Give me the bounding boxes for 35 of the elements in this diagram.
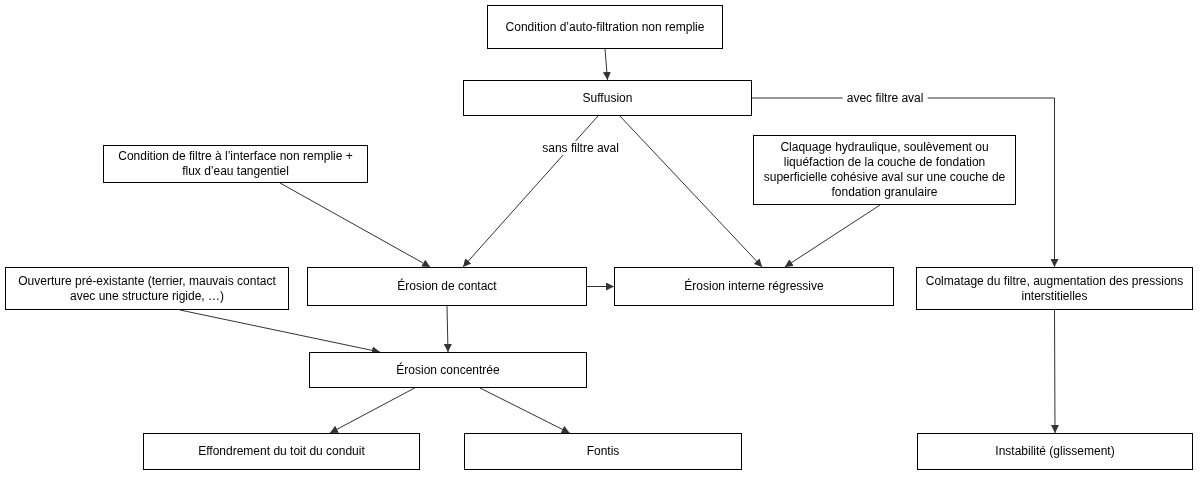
process-box — [5, 267, 289, 310]
box-text: Érosion de contact — [397, 279, 497, 294]
arrow — [479, 387, 571, 434]
box-text: Colmatage du filtre, augmentation des pressions interstitielles — [925, 273, 1184, 304]
box-text: Condition de filtre à l’interface non remplie + flux d’eau tangentiel — [117, 149, 354, 179]
box-text: Claquage hydraulique, soulèvement ou liquéfaction de la couche de fondation superficielle cohésive aval sur une couche de fondation granulaire — [762, 140, 1007, 200]
arrow — [462, 115, 599, 268]
arrow — [279, 182, 431, 268]
process-box — [309, 352, 587, 388]
box-text: Effondrement du toit du conduit — [198, 444, 365, 459]
arrow — [443, 305, 452, 353]
box-text: Érosion concentrée — [396, 362, 500, 378]
box-text: Érosion interne régressive — [684, 279, 824, 294]
edge-label: avec filtre aval — [842, 91, 928, 105]
arrow — [586, 282, 615, 291]
process-box — [307, 267, 587, 306]
arrow — [602, 48, 611, 81]
process-box — [917, 433, 1193, 470]
arrow — [1050, 309, 1059, 434]
arrow — [784, 204, 881, 268]
process-box — [464, 433, 742, 470]
process-box — [753, 135, 1016, 205]
arrow — [329, 387, 416, 434]
box-text: Condition d’auto-filtration non remplie — [505, 19, 705, 35]
process-box — [103, 145, 368, 183]
box-text: Ouverture pré-existante (terrier, mauvais contact avec une structure rigide, …) — [17, 273, 277, 304]
process-box — [143, 433, 420, 470]
box-text: Instabilité (glissement) — [995, 444, 1115, 459]
process-box — [487, 5, 723, 49]
process-box — [614, 267, 894, 306]
process-box — [916, 267, 1193, 310]
box-text: Suffusion — [582, 90, 633, 106]
process-box — [463, 80, 752, 116]
box-text: Fontis — [586, 444, 620, 459]
arrow — [619, 115, 763, 268]
